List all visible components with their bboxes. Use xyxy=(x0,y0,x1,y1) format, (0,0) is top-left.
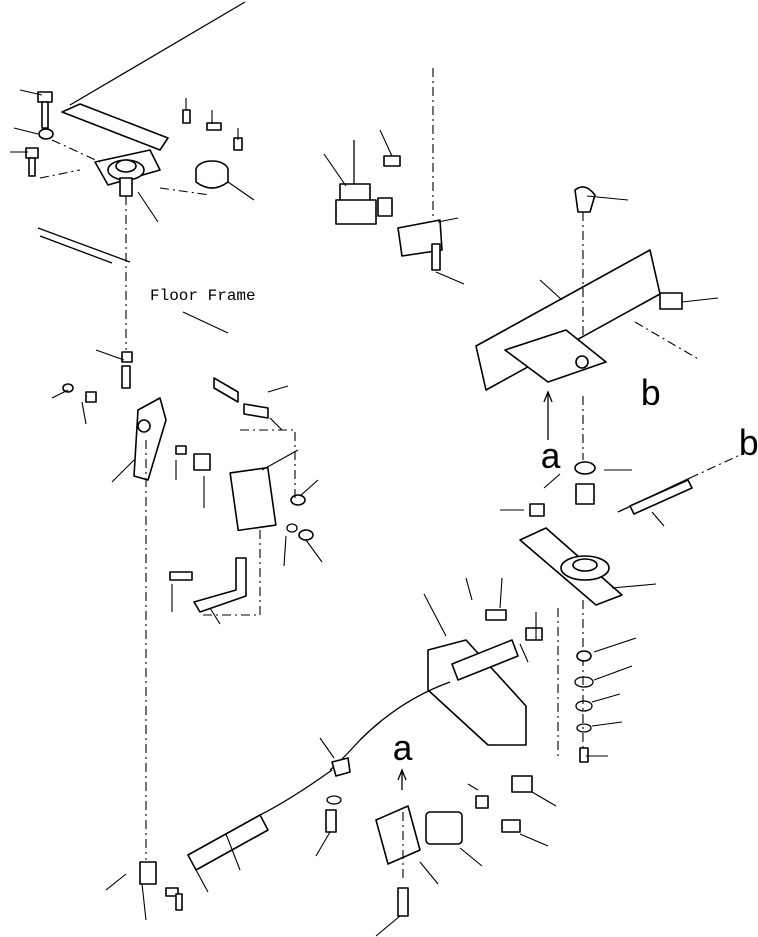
callout-a-lower: a xyxy=(392,730,414,771)
pedal-assembly xyxy=(25,1,246,350)
switch-assembly xyxy=(335,68,443,271)
callout-b-right: b xyxy=(738,425,758,466)
solenoid-assembly xyxy=(375,768,533,917)
cable-assembly xyxy=(139,609,543,911)
leader-lines xyxy=(10,89,719,937)
pivot-plate-assembly xyxy=(519,454,741,763)
floor-frame-label: Floor Frame xyxy=(150,287,256,305)
callout-b-upper: b xyxy=(640,375,662,416)
upper-plate-assembly xyxy=(475,186,701,460)
lever-assembly xyxy=(62,351,314,860)
callout-a-upper: a xyxy=(540,438,562,479)
